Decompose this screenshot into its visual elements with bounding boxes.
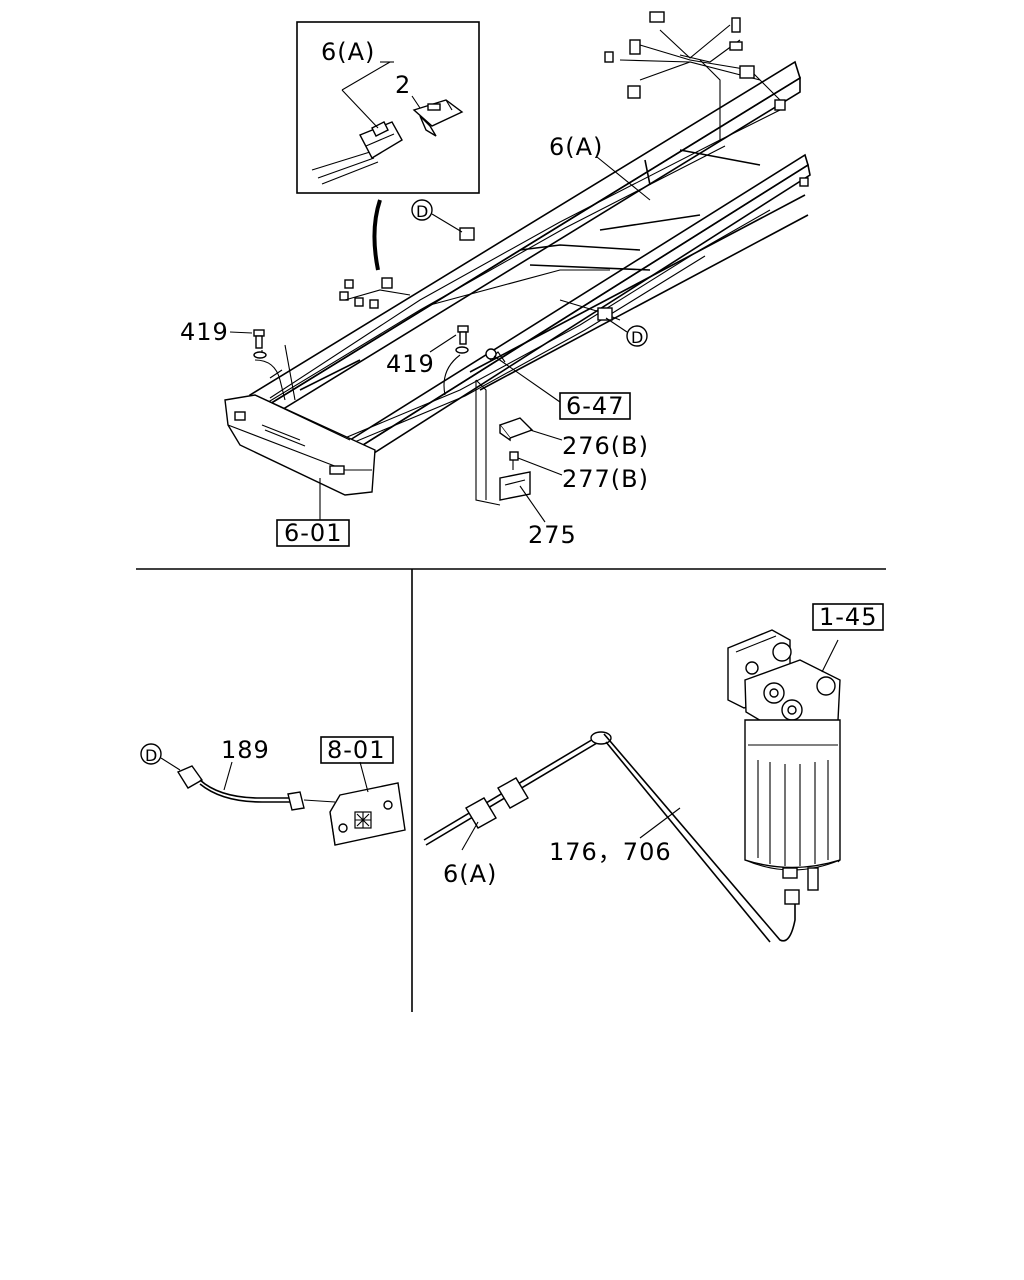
harness-clip-right	[497, 777, 529, 809]
label-d-right: D	[631, 328, 643, 347]
front-bumper	[224, 394, 376, 496]
label-wire-176-706: 176，706	[549, 838, 672, 866]
label-bracket: 275	[528, 521, 577, 549]
label-d-top: D	[416, 202, 428, 221]
sensor-wire-detail: D 189 8-01	[140, 736, 406, 846]
ref-box-6-01	[276, 519, 350, 547]
bracket-assembly	[475, 348, 534, 506]
inset-frame	[296, 21, 480, 194]
label-ref-8-01: 8-01	[327, 736, 385, 764]
harness-6a	[264, 11, 809, 447]
ref-box-6-47	[559, 392, 631, 420]
label-inset-connector: 2	[395, 71, 411, 99]
inset-harness-connector	[359, 121, 403, 159]
fuel-filter-detail: 6(A) 176，706	[423, 603, 884, 943]
ref-box-8-01	[320, 736, 394, 764]
fuel-filter-head	[727, 629, 841, 739]
inset-mating-connector	[412, 99, 464, 137]
inset-detail: 6(A) 2	[296, 21, 480, 194]
label-ref-6-01: 6-01	[284, 519, 342, 547]
bolt-419-center	[455, 325, 469, 354]
harness-clip-left	[465, 797, 497, 829]
fuel-filter-bowl	[744, 719, 841, 891]
sender-unit	[329, 782, 406, 846]
label-inset-harness: 6(A)	[321, 38, 375, 66]
inset-pointer-arrow	[372, 199, 382, 271]
connection-marker-d-top: D	[411, 199, 463, 233]
chassis-assembly: 6(A) 2	[180, 11, 811, 549]
chassis-frame	[248, 60, 811, 463]
connection-marker-d-detail: D	[140, 743, 162, 765]
label-harness-detail: 6(A)	[443, 860, 497, 888]
connection-marker-d-right: D	[605, 317, 648, 347]
label-ref-1-45: 1-45	[819, 603, 877, 631]
label-harness-main: 6(A)	[549, 133, 603, 161]
label-cover: 276(B)	[562, 432, 649, 460]
label-ref-6-47: 6-47	[566, 392, 624, 420]
label-bolt-left: 419	[180, 318, 229, 346]
ref-box-1-45	[812, 603, 884, 631]
bolt-419-left	[253, 329, 267, 359]
label-screw: 277(B)	[562, 465, 649, 493]
label-wire-189: 189	[221, 736, 270, 764]
label-bolt-center: 419	[386, 350, 435, 378]
label-d-detail: D	[145, 746, 157, 765]
